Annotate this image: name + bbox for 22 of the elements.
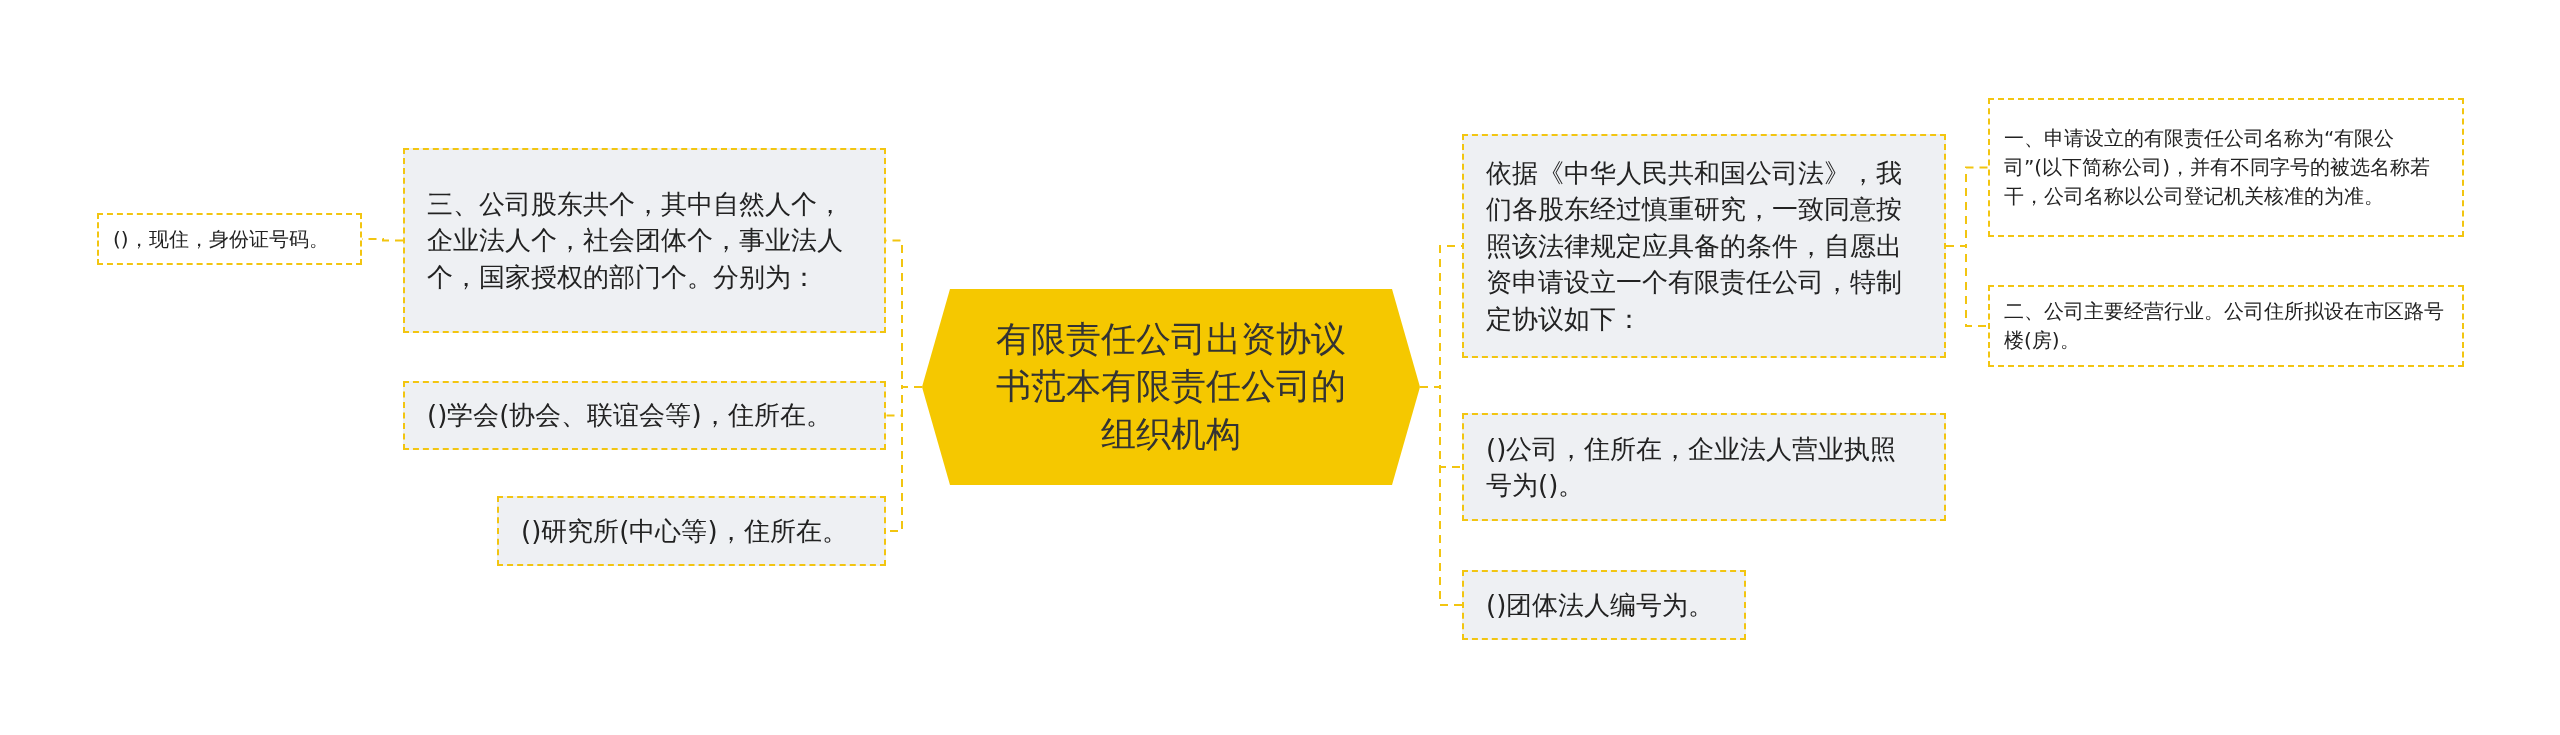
central-topic-hexagon [922, 289, 1420, 485]
topic-text: 三、公司股东共个，其中自然人个，企业法人个，社会团体个，事业法人个，国家授权的部门个。分别为： [427, 187, 844, 294]
connector-line [1419, 386, 1463, 606]
topic-text: ()，现住，身份证号码。 [113, 225, 329, 253]
topic-box [497, 496, 886, 566]
subtopic-box [1988, 98, 2464, 237]
topic-text: 依据《中华人民共和国公司法》，我们各股东经过慎重研究，一致同意按照该法律规定应具备的条件，自愿出资申请设立一个有限责任公司，特制定协议如下： [1486, 157, 1903, 336]
topic-box [403, 381, 886, 450]
central-topic-text: 有限责任公司出资协议书范本有限责任公司的组织机构 [995, 318, 1347, 456]
topic-text: ()团体法人编号为。 [1486, 588, 1715, 622]
topic-text: ()公司，住所在，企业法人营业执照号为()。 [1486, 432, 1898, 502]
topic-box [1462, 134, 1946, 358]
subtopic-box [1988, 285, 2464, 367]
topic-text: ()研究所(中心等)，住所在。 [521, 514, 848, 548]
topic-box [403, 148, 886, 333]
topic-box [1462, 413, 1946, 521]
topic-box [1462, 570, 1746, 640]
connector-line [1945, 245, 1989, 327]
subtopic-box [97, 213, 362, 265]
topic-text: ()学会(协会、联谊会等)，住所在。 [427, 399, 832, 433]
topic-text: 二、公司主要经营行业。公司住所拟设在市区路号楼(房)。 [2004, 298, 2445, 354]
topic-text: 一、申请设立的有限责任公司名称为“有限公司”(以下简称公司)，并有不同字号的被选名称若干，公司名称以公司登记机关核准的为准。 [2004, 125, 2431, 210]
